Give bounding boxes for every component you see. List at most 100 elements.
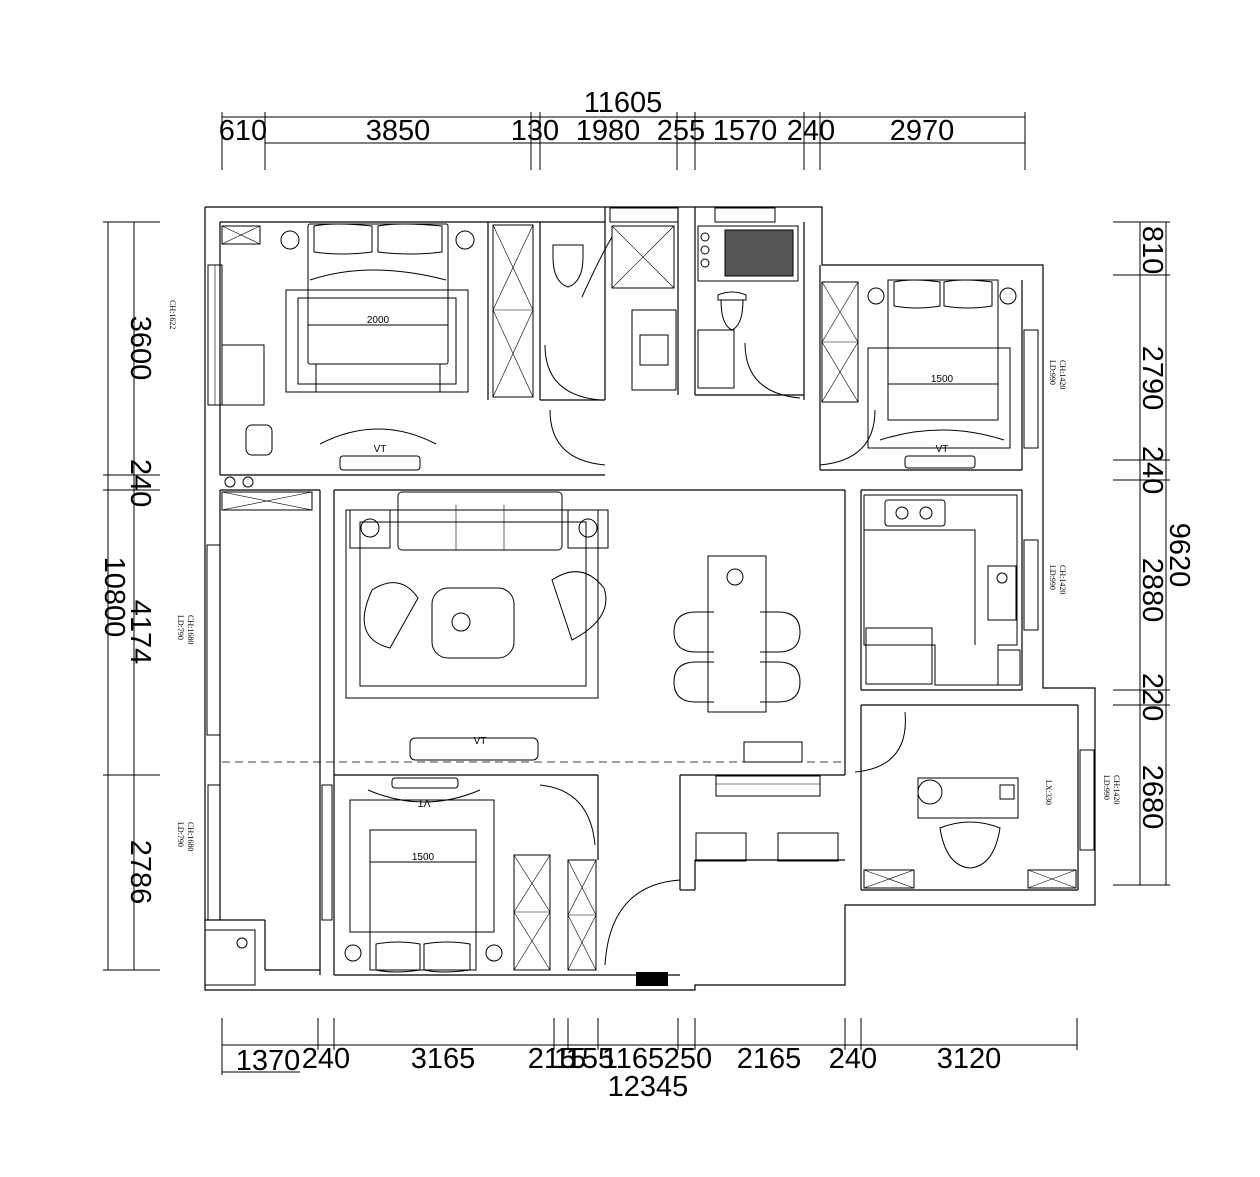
sink [987,565,1017,621]
bathroom-2 [694,207,805,400]
entry-area [604,775,839,986]
bottom-dimension: 1165 [602,1043,664,1075]
tv-view-arc [879,429,1005,441]
hall-doors [549,409,876,491]
door-swing [604,879,681,966]
bottom-dimension: 250 [664,1043,712,1075]
lamp-icon [360,518,380,538]
rug [345,509,599,699]
pillow [313,223,373,255]
lamp-icon [280,230,300,250]
window [207,784,221,921]
tv-label: VT [936,444,949,455]
right-dimension: 2790 [1136,346,1168,411]
right-dimension: 810 [1136,226,1168,274]
rug-inner [297,297,457,385]
lamp-icon [344,944,362,962]
pillow [423,941,471,973]
second-bedroom: 1500 VT LD:990 CH:1420 [819,265,1067,471]
right-dimension: 240 [1136,446,1168,494]
bottom-total-dimension: 12345 [608,1071,689,1103]
lamp-icon [455,230,475,250]
shower-door-arc [581,236,613,298]
rug [285,289,469,393]
desk [917,777,1019,819]
right-dimension-chain: 810 2790 240 2880 220 2680 9620 [1113,221,1195,886]
pillow [375,941,421,973]
lamp-icon [867,287,885,305]
sideboard [743,741,803,763]
desk-note: LX:330 [1044,780,1053,805]
tv-cabinet [339,455,421,471]
entry-mat [636,972,668,986]
left-dimension: 2786 [124,840,156,905]
tv-label: VT [474,736,487,747]
top-dimension: 3850 [366,115,431,147]
wardrobe [513,854,551,971]
tv-label: VT [418,797,431,808]
vanity [631,309,677,391]
bathroom-1 [540,207,679,401]
window-note: LD:790 [176,822,185,847]
cabinet [1027,869,1077,889]
bottom-dimension: 2165 [737,1043,802,1075]
lamp-icon [578,518,598,538]
toilet [552,244,584,288]
lamp-icon [917,779,943,805]
rug [349,799,495,933]
tv-view-arc [367,789,481,803]
appliance [997,649,1021,686]
top-dimension: 255 [657,115,705,147]
cabinet [221,225,261,245]
wardrobe [221,344,265,406]
left-dimension: 3600 [124,316,156,381]
bed-size-label: 1500 [412,852,435,863]
bottom-dimension: 240 [302,1043,350,1075]
shoe-cabinet [695,832,747,862]
door-swing [819,409,876,466]
top-dimension: 240 [787,115,835,147]
rug-inner [359,521,587,687]
cabinet [863,869,915,889]
right-dimension: 220 [1136,673,1168,721]
side-table [349,509,391,549]
window-note: CH:1680 [186,615,195,644]
bottom-dimension: 3165 [411,1043,476,1075]
sink [639,334,669,366]
top-dimension-chain: 11605 610 3850 130 1980 255 1570 240 297… [219,87,1026,170]
bed-size-label: 1500 [931,374,954,385]
side-table [567,509,609,549]
door-swing [539,784,596,846]
bottom-dimension: 215 [528,1043,576,1075]
pillow [377,223,443,255]
bottom-dimension: 3120 [937,1043,1002,1075]
kitchen: LD:990 CH:1420 [863,494,1067,686]
top-dimension: 130 [511,115,559,147]
door-swing [544,344,601,401]
bed-size-label: 2000 [367,315,390,326]
left-dimension: 240 [124,459,156,507]
window [714,207,776,223]
window-note: CH:1420 [1112,775,1121,804]
top-dimension: 1570 [713,115,778,147]
wardrobe [492,224,534,398]
right-total-dimension: 9620 [1163,523,1195,588]
cabinet [204,929,256,986]
fridge [865,627,933,685]
window [321,784,333,921]
bottom-dimension: 155 [566,1043,614,1075]
master-bedroom: 2000 VT CH:1622 [168,222,541,471]
dining-chair [760,661,801,703]
dining-table [707,555,767,713]
exterior-walls [204,206,1096,991]
tv-cabinet [904,455,976,469]
bench [315,363,441,393]
cabinet [221,491,313,511]
bottom-dimension: 15 [554,1043,586,1075]
window [1023,329,1039,449]
monitor [999,784,1015,800]
armchair [551,571,607,641]
left-total-dimension: 10800 [98,557,130,638]
double-bed [887,279,999,421]
